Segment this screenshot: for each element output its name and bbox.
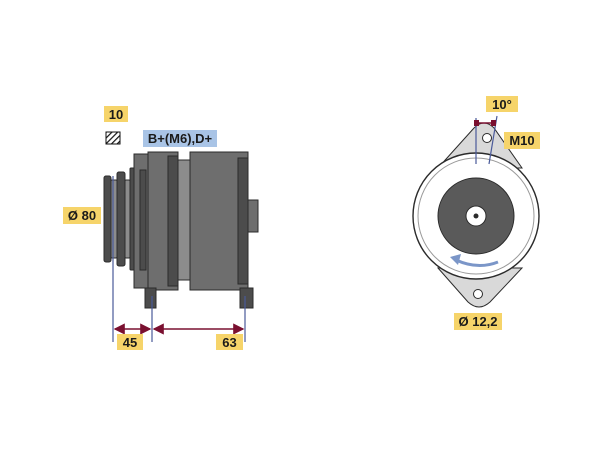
angle-marker-right bbox=[491, 120, 496, 126]
shaft-center bbox=[473, 213, 479, 219]
hole-diameter-label: Ø 12,2 bbox=[458, 314, 497, 329]
angle-tag: 10° bbox=[486, 96, 518, 112]
front-housing bbox=[133, 151, 179, 291]
front-view: 10° M10 Ø 12,2 bbox=[412, 96, 540, 330]
top-mounting-hole bbox=[482, 133, 492, 143]
hatched-square-icon bbox=[105, 131, 121, 145]
angle-label: 10° bbox=[492, 97, 512, 112]
pulley-diameter-label: Ø 80 bbox=[68, 208, 96, 223]
option-code-label: 10 bbox=[109, 107, 123, 122]
terminal-label-tag: B+(M6),D+ bbox=[143, 130, 217, 147]
rotation-arrow-icon bbox=[450, 254, 499, 267]
pulley-diameter-tag: Ø 80 bbox=[63, 207, 101, 224]
bottom-mounting-lug bbox=[436, 267, 524, 308]
bottom-mounting-hole bbox=[473, 289, 483, 299]
rear-housing bbox=[189, 151, 259, 291]
pulley bbox=[103, 167, 137, 271]
side-view: 10 B+(M6),D+ bbox=[63, 106, 259, 350]
option-code-tag: 10 bbox=[104, 106, 128, 122]
angle-marker-left bbox=[474, 120, 479, 126]
dim-45-tag: 45 bbox=[117, 334, 143, 350]
stator-band bbox=[177, 159, 191, 281]
dim-63-tag: 63 bbox=[216, 334, 243, 350]
hole-diameter-tag: Ø 12,2 bbox=[454, 313, 502, 330]
terminal-label: B+(M6),D+ bbox=[148, 131, 213, 146]
mounting-feet bbox=[144, 287, 254, 309]
thread-label: M10 bbox=[509, 133, 534, 148]
thread-tag: M10 bbox=[504, 132, 540, 149]
dim-45-label: 45 bbox=[123, 335, 137, 350]
dim-63-label: 63 bbox=[222, 335, 236, 350]
